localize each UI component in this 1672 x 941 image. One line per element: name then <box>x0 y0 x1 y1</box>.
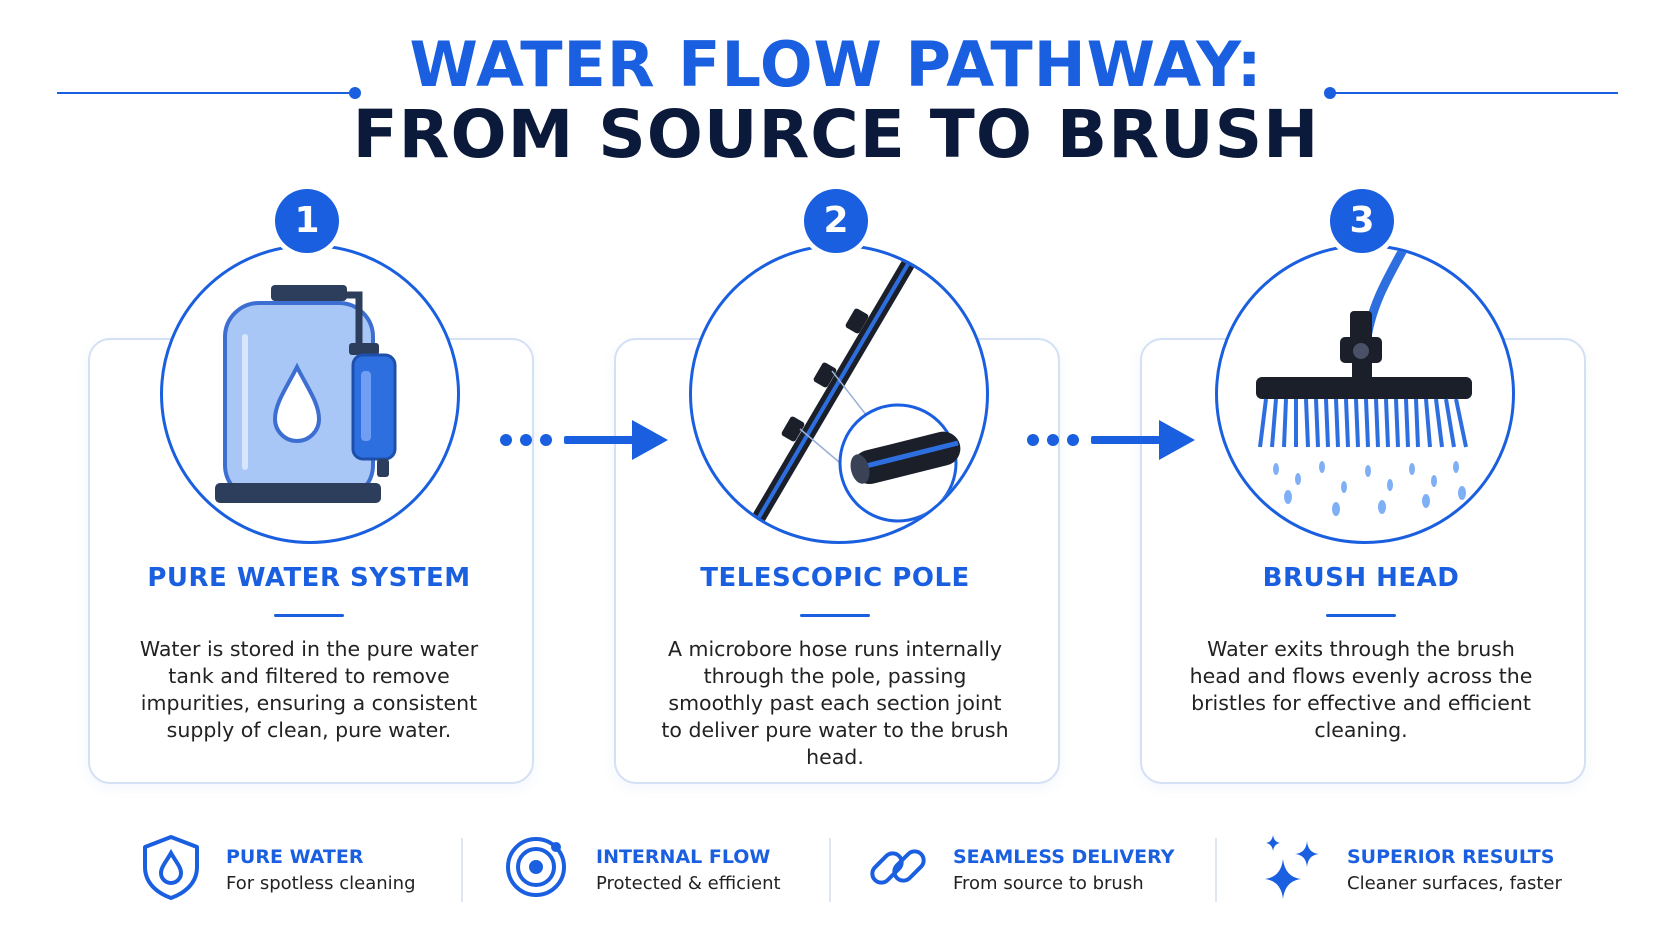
flow-arrow-1-2 <box>500 420 668 460</box>
step-title-underline-3 <box>1326 614 1396 617</box>
benefit-subtitle-4: Cleaner surfaces, faster <box>1347 873 1562 894</box>
header-dot-left <box>349 87 361 99</box>
step-title-2: TELESCOPIC POLE <box>700 563 970 593</box>
step-number-badge-2: 2 <box>804 189 868 253</box>
benefit-title-3: SEAMLESS DELIVERY <box>953 846 1175 868</box>
step-number-badge-3: 3 <box>1330 189 1394 253</box>
step-description-1: Water is stored in the pure water tank a… <box>139 637 479 742</box>
step-description-2: A microbore hose runs internally through… <box>661 637 1009 769</box>
benefit-title-1: PURE WATER <box>226 846 364 868</box>
step-title-3: BRUSH HEAD <box>1262 563 1460 593</box>
benefit-title-2: INTERNAL FLOW <box>596 846 771 868</box>
flow-arrow-2-3 <box>1027 420 1195 460</box>
benefit-separator-1 <box>461 838 463 902</box>
link-icon <box>870 849 926 885</box>
header-line-left <box>57 92 355 94</box>
benefit-separator-3 <box>1215 838 1217 902</box>
step-illustration-circle-2 <box>689 244 989 544</box>
step-title-underline-2 <box>800 614 870 617</box>
step-description-3: Water exits through the brush head and f… <box>1189 637 1533 742</box>
telescopic-pole-icon <box>745 247 961 536</box>
header-line-right <box>1330 92 1618 94</box>
benefit-subtitle-2: Protected & efficient <box>596 873 781 894</box>
step-title-underline-1 <box>274 614 344 617</box>
page-title-line1: WATER FLOW PATHWAY: <box>409 28 1263 101</box>
benefit-subtitle-3: From source to brush <box>953 873 1144 894</box>
page-title-line2: FROM SOURCE TO BRUSH <box>352 96 1320 173</box>
shield-drop-icon <box>143 835 199 900</box>
water-tank-icon <box>215 285 397 503</box>
header-dot-right <box>1324 87 1336 99</box>
benefit-separator-2 <box>829 838 831 902</box>
sparkle-icon <box>1265 835 1319 899</box>
step-illustration-circle-3 <box>1215 244 1515 544</box>
brush-head-icon <box>1256 247 1472 516</box>
benefit-subtitle-1: For spotless cleaning <box>226 873 416 894</box>
benefit-title-4: SUPERIOR RESULTS <box>1347 846 1555 868</box>
step-illustration-circle-1 <box>160 244 460 544</box>
target-flow-icon <box>506 837 566 897</box>
step-title-1: PURE WATER SYSTEM <box>147 563 471 593</box>
step-number-badge-1: 1 <box>275 189 339 253</box>
